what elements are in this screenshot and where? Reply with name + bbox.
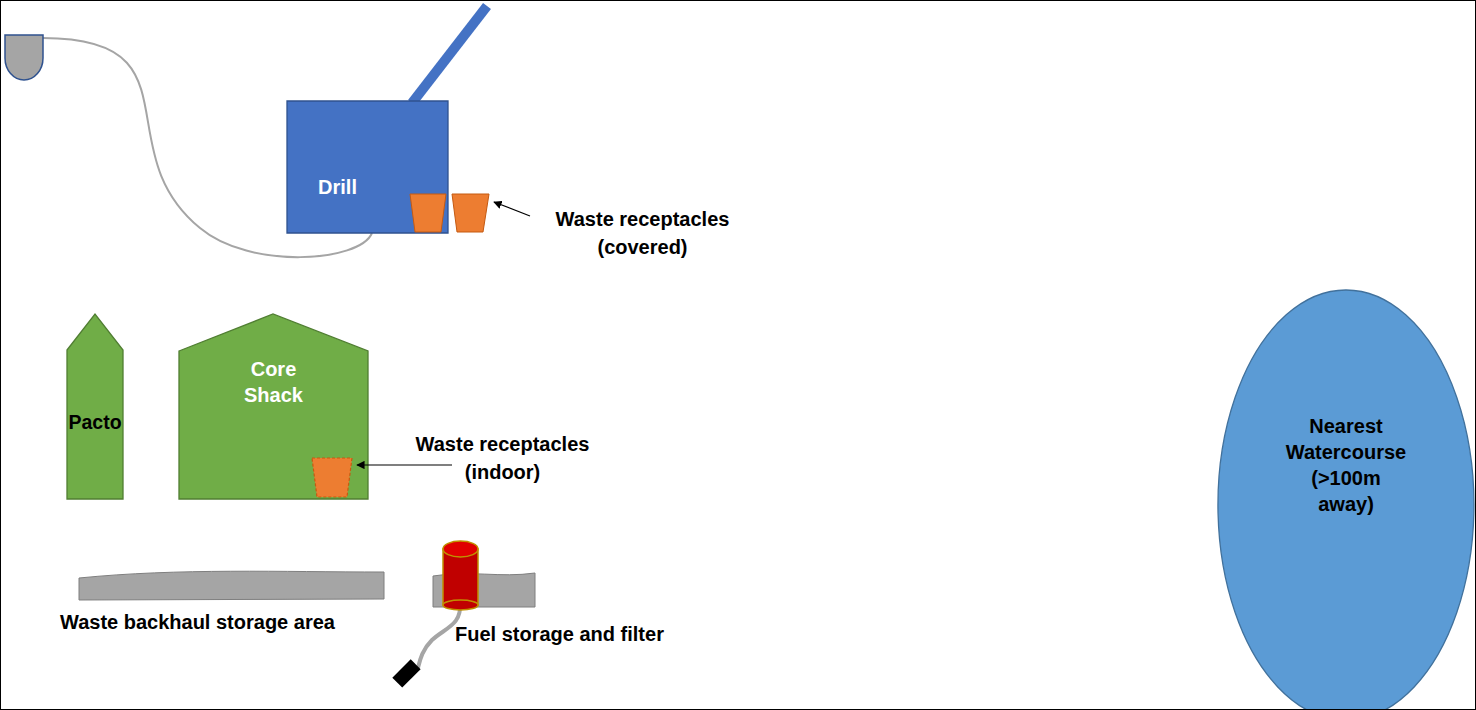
waste-receptacle <box>410 194 446 232</box>
node-text: Drill <box>318 174 357 200</box>
node-text: Pacto <box>68 409 121 435</box>
fuel-hose <box>418 603 460 668</box>
leader-arrow <box>494 202 530 216</box>
node-text: Core Shack <box>224 356 324 408</box>
waste-receptacle-indoor <box>312 458 352 497</box>
leader-arrow <box>357 464 452 465</box>
callout-label: Waste receptacles (covered) <box>530 205 755 261</box>
watercourse-shape <box>1218 290 1474 710</box>
watercourse: Nearest Watercourse (>100m away) <box>1218 290 1474 710</box>
node-text: Nearest Watercourse (>100m away) <box>1282 413 1410 517</box>
callout-label: Waste receptacles (indoor) <box>410 430 595 486</box>
sump <box>5 35 43 80</box>
core-shack: Core Shack <box>179 314 368 499</box>
drill-box: Drill <box>287 101 448 233</box>
pacto-building-shape <box>67 314 123 499</box>
core-shack-shape <box>179 314 368 499</box>
core-shack-outline <box>179 314 368 499</box>
drill-mast <box>412 6 487 103</box>
fuel-nozzle <box>392 659 420 687</box>
pacto-building: Pacto <box>67 314 123 499</box>
area-label: Fuel storage and filter <box>455 620 745 648</box>
area-label: Waste backhaul storage area <box>60 608 420 636</box>
pacto-building-outline <box>67 314 123 499</box>
backhaul-storage-pad <box>79 571 384 600</box>
fuel-tank-top <box>443 541 478 557</box>
drill-box-outline <box>287 101 448 233</box>
fuel-tank-bottom <box>443 600 478 610</box>
drill-box-shape <box>287 101 448 233</box>
waste-receptacle <box>452 194 489 232</box>
